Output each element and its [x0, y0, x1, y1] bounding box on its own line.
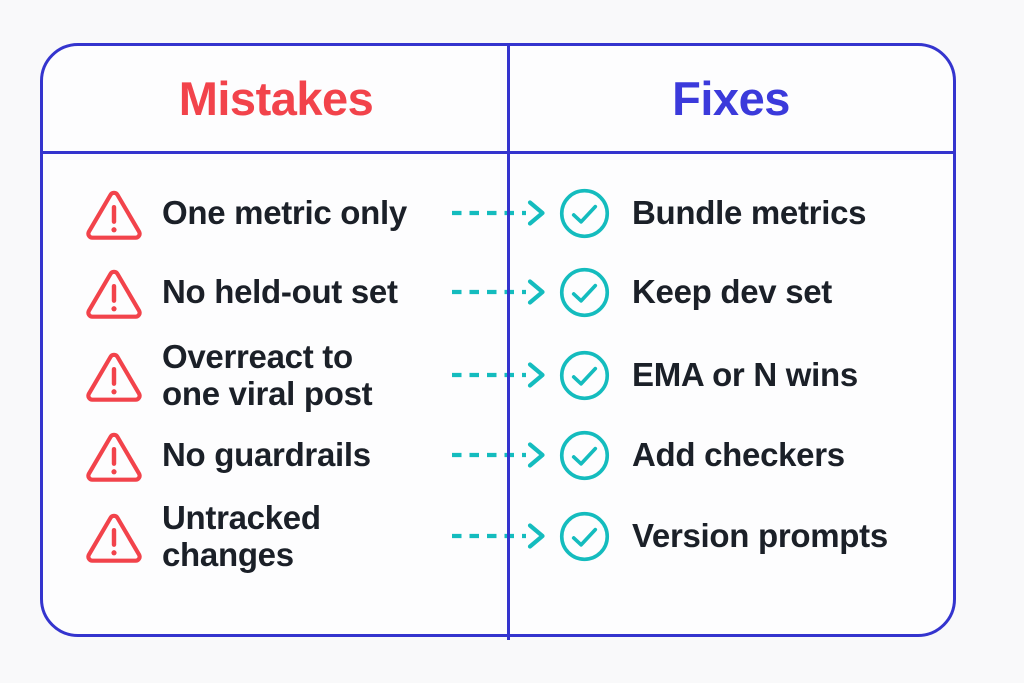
warning-triangle-icon: [85, 428, 143, 482]
fix-label: Bundle metrics: [632, 194, 867, 232]
dashed-arrow-right-icon: [449, 521, 549, 551]
comparison-row: No guardrails Add checkers: [43, 410, 953, 500]
warning-triangle-icon: [85, 348, 143, 402]
fix-cell: EMA or N wins: [559, 330, 858, 420]
comparison-table-card: Mistakes Fixes One metric only: [40, 43, 956, 640]
check-circle-icon: [559, 350, 610, 401]
check-circle-icon: [559, 267, 610, 318]
table-header-row: Mistakes Fixes: [43, 46, 953, 154]
check-circle-icon: [559, 188, 610, 239]
mistake-cell: No guardrails: [85, 410, 371, 500]
fix-label: Keep dev set: [632, 273, 832, 311]
fix-label: Version prompts: [632, 517, 888, 555]
warning-triangle-icon: [85, 509, 143, 563]
fixes-column-header: Fixes: [672, 72, 790, 125]
check-circle-icon: [559, 430, 610, 481]
fix-label: EMA or N wins: [632, 356, 858, 394]
mistakes-column-header: Mistakes: [178, 72, 374, 125]
dashed-arrow-right-icon: [449, 360, 549, 390]
comparison-row: No held-out set Keep dev set: [43, 247, 953, 337]
check-circle-icon: [559, 511, 610, 562]
mistake-label: One metric only: [162, 194, 407, 232]
fix-cell: Keep dev set: [559, 247, 832, 337]
fix-cell: Add checkers: [559, 410, 845, 500]
warning-triangle-icon: [85, 265, 143, 319]
mistake-cell: One metric only: [85, 168, 407, 258]
column-divider-line: [507, 43, 510, 640]
mistake-cell: No held-out set: [85, 247, 398, 337]
mistake-cell: Untracked changes: [85, 491, 321, 581]
dashed-arrow-right-icon: [449, 198, 549, 228]
comparison-row: Overreact to one viral post: [43, 330, 953, 420]
mistake-cell: Overreact to one viral post: [85, 330, 373, 420]
table-body: One metric only Bundle metri: [43, 154, 953, 637]
fix-cell: Bundle metrics: [559, 168, 867, 258]
mistake-label: No held-out set: [162, 273, 398, 311]
mistake-label: No guardrails: [162, 436, 371, 474]
mistake-label: Untracked changes: [162, 498, 321, 573]
mistake-label: Overreact to one viral post: [162, 337, 373, 412]
fix-cell: Version prompts: [559, 491, 888, 581]
dashed-arrow-right-icon: [449, 440, 549, 470]
fix-label: Add checkers: [632, 436, 845, 474]
warning-triangle-icon: [85, 186, 143, 240]
dashed-arrow-right-icon: [449, 277, 549, 307]
comparison-row: Untracked changes Version pr: [43, 491, 953, 581]
comparison-row: One metric only Bundle metri: [43, 168, 953, 258]
